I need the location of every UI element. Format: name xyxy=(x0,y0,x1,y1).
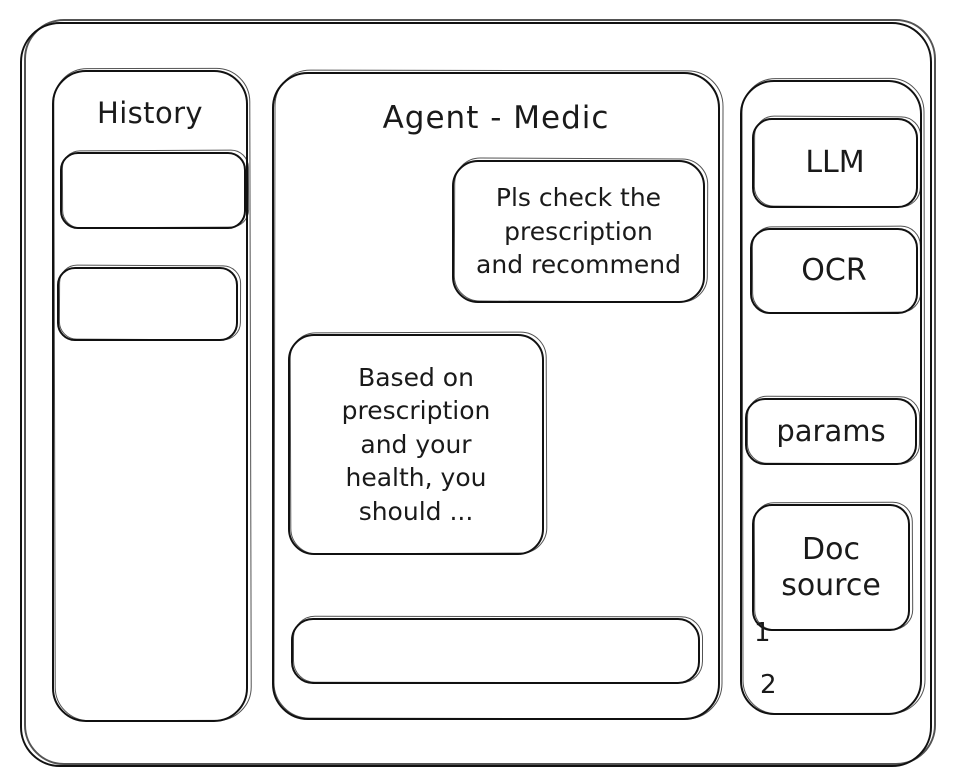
message-line: Pls check the xyxy=(495,183,662,213)
message-line: prescription xyxy=(341,396,491,426)
tool-card-llm[interactable]: LLM xyxy=(752,118,918,208)
history-panel-title: History xyxy=(97,96,203,130)
message-line: should ... xyxy=(358,496,474,526)
agent-title: Agent - Medic xyxy=(382,100,610,136)
doc-source-entry[interactable]: 2 xyxy=(760,670,777,700)
message-line: and recommend xyxy=(476,250,681,280)
tool-card-params[interactable]: params xyxy=(745,398,917,465)
chat-message-user: Pls check the prescription and recommend xyxy=(452,160,705,303)
message-input[interactable] xyxy=(291,618,700,684)
message-line: Based on xyxy=(358,362,474,392)
tool-card-ocr[interactable]: OCR xyxy=(750,228,918,314)
doc-source-entry[interactable]: 1 xyxy=(754,618,771,648)
message-line: health, you xyxy=(345,463,487,493)
tool-label: LLM xyxy=(805,145,865,180)
tool-label: params xyxy=(776,414,886,449)
history-list-item[interactable] xyxy=(57,267,238,341)
message-line: and your xyxy=(360,429,472,459)
tool-card-doc-source[interactable]: Doc source xyxy=(752,504,910,631)
history-list-item[interactable] xyxy=(60,152,246,229)
tool-label: source xyxy=(781,567,881,603)
tool-label: Doc xyxy=(802,531,860,567)
tool-label: OCR xyxy=(801,253,867,288)
message-line: prescription xyxy=(504,216,653,246)
chat-message-agent: Based on prescription and your health, y… xyxy=(288,334,544,555)
